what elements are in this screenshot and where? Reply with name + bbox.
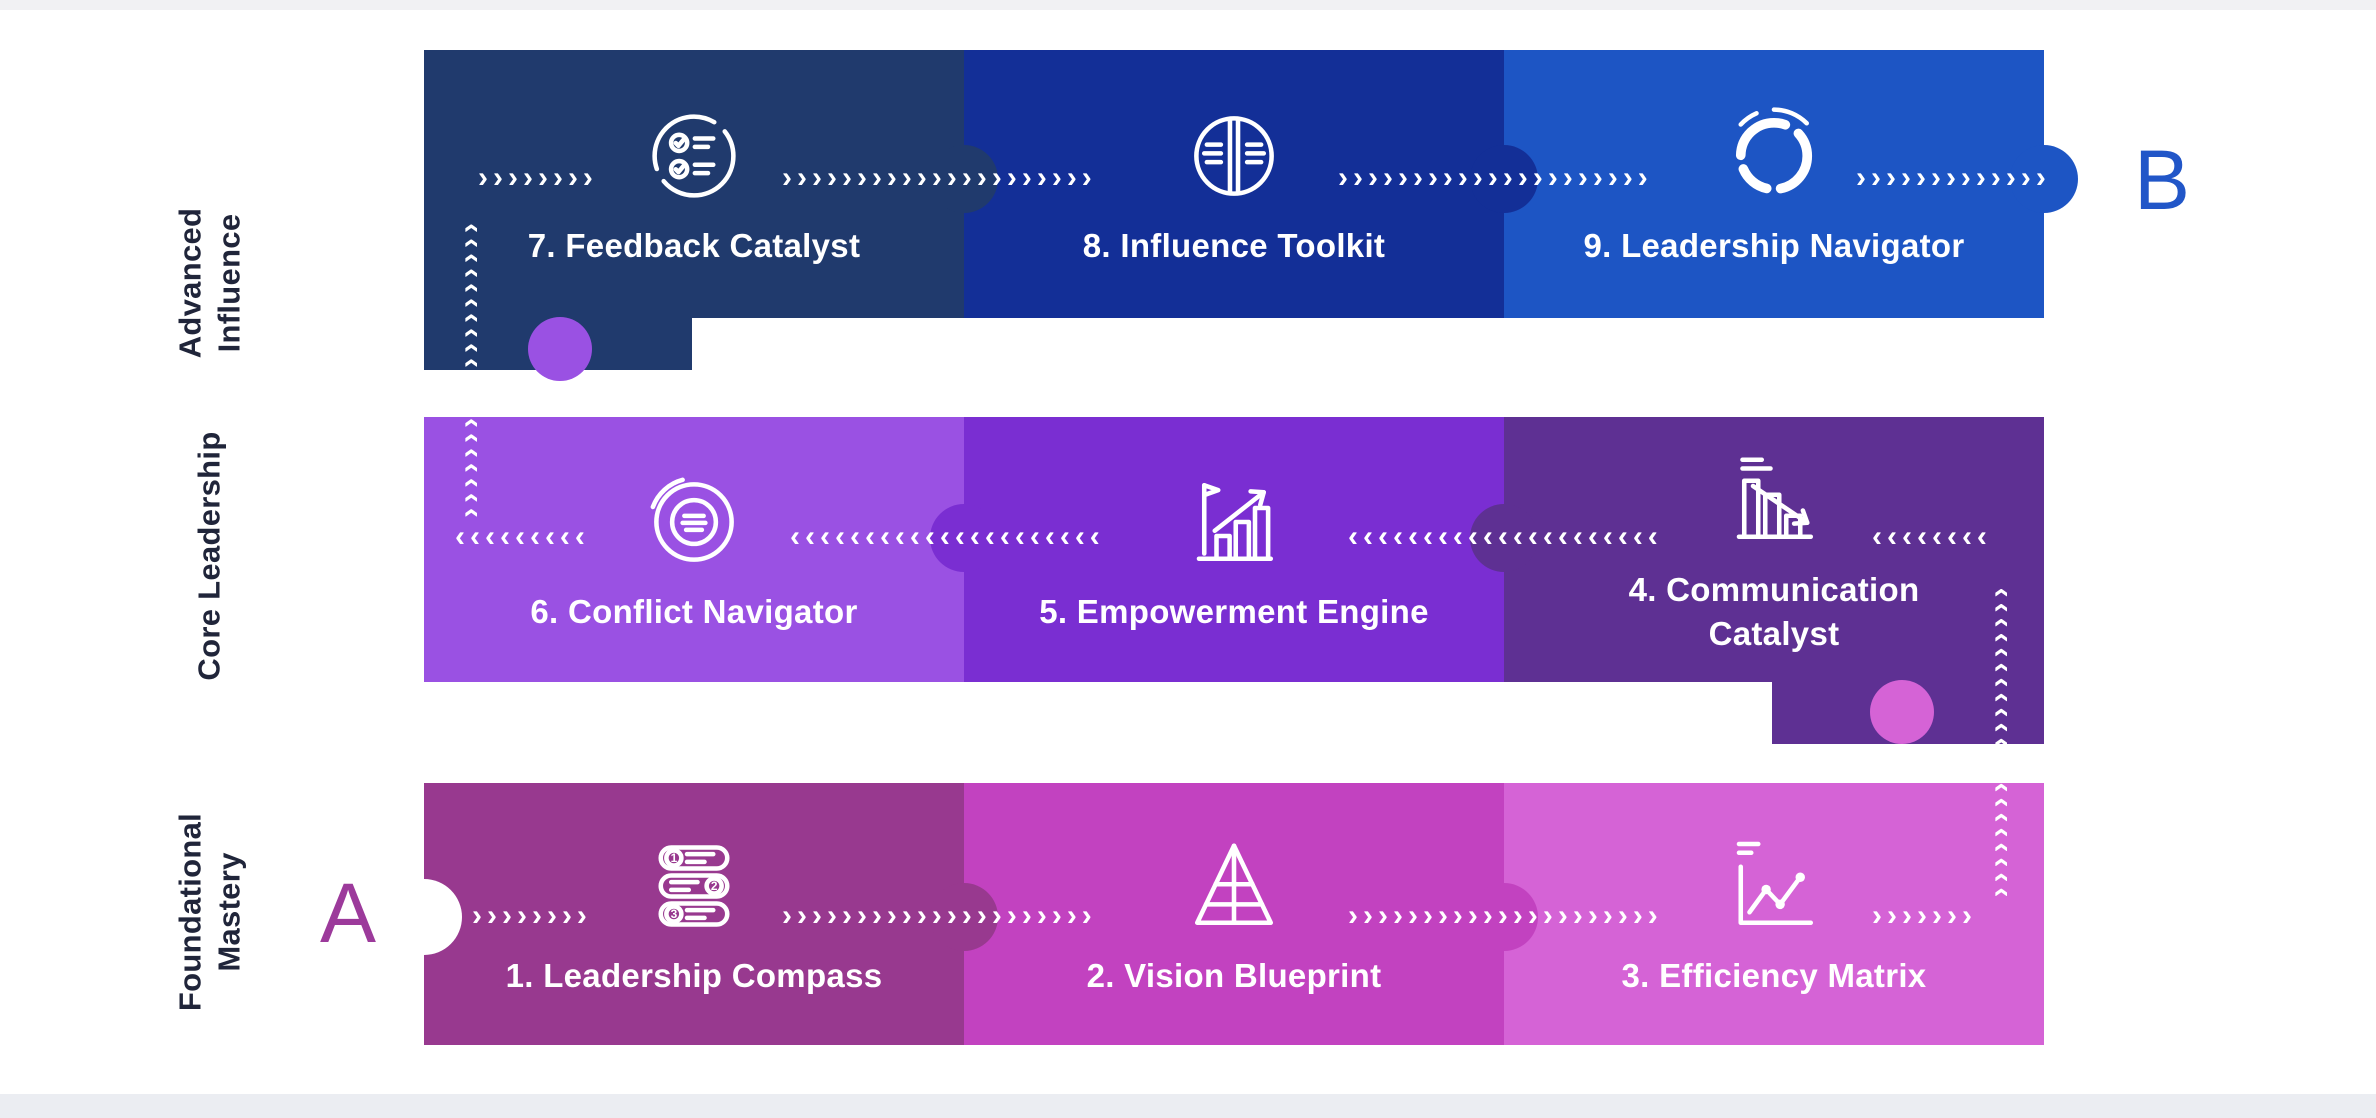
svg-text:3: 3 bbox=[671, 907, 678, 921]
block-influence-toolkit: 8. Influence Toolkit bbox=[964, 50, 1504, 318]
block-feedback-catalyst: 7. Feedback Catalyst bbox=[424, 50, 964, 318]
communication-catalyst-icon bbox=[1718, 444, 1830, 556]
block-title: 7. Feedback Catalyst bbox=[527, 227, 861, 265]
block-title: 2. Vision Blueprint bbox=[1086, 957, 1382, 995]
block-communication-catalyst: 4. Communication Catalyst bbox=[1504, 417, 2044, 682]
bottom-strip bbox=[0, 1094, 2376, 1118]
chevron-path-bottom-3: ››››››››››››››››››››› bbox=[1348, 899, 1663, 932]
end-letter: B bbox=[2133, 133, 2191, 227]
row-label-core-leadership: Core Leadership bbox=[191, 431, 227, 681]
svg-text:1: 1 bbox=[671, 851, 678, 865]
puzzle-tab-2-3 bbox=[1470, 883, 1538, 951]
chevron-path-top-1: ›››››››› bbox=[478, 161, 598, 194]
start-letter: A bbox=[319, 866, 377, 960]
chevron-path-bottom-exit: ››››››› bbox=[1872, 899, 1977, 932]
block-empowerment-engine: 5. Empowerment Engine bbox=[964, 417, 1504, 682]
block-title: 8. Influence Toolkit bbox=[1082, 227, 1386, 265]
puzzle-tab-3-4 bbox=[1870, 680, 1934, 744]
chevron-path-middle-2: ‹‹‹‹‹‹‹‹‹‹‹‹‹‹‹‹‹‹‹‹‹ bbox=[1348, 520, 1663, 553]
chevron-path-bottom-2: ››››››››››››››››››››› bbox=[782, 899, 1097, 932]
puzzle-tab-5-6 bbox=[930, 504, 998, 572]
chevron-path-middle-1: ‹‹‹‹‹‹‹‹ bbox=[1872, 520, 1992, 553]
chevron-path-bottom-1: ›››››››› bbox=[472, 899, 592, 932]
leadership-compass-icon: 1 2 3 bbox=[638, 830, 750, 942]
chevron-path-up-right: ››››››››››››››››››››› bbox=[1983, 582, 2016, 898]
leadership-navigator-icon bbox=[1718, 100, 1830, 212]
svg-text:2: 2 bbox=[711, 879, 718, 893]
conflict-navigator-icon bbox=[638, 466, 750, 578]
chevron-path-middle-exit: ‹‹‹‹‹‹‹‹‹ bbox=[455, 520, 590, 553]
block-leadership-navigator: 9. Leadership Navigator bbox=[1504, 50, 2044, 318]
influence-toolkit-icon bbox=[1178, 100, 1290, 212]
block-title: 5. Empowerment Engine bbox=[1039, 592, 1429, 630]
block-title: 6. Conflict Navigator bbox=[530, 592, 858, 630]
puzzle-tab-4-5 bbox=[1470, 504, 1538, 572]
empowerment-engine-icon bbox=[1178, 466, 1290, 578]
chevron-path-middle-3: ‹‹‹‹‹‹‹‹‹‹‹‹‹‹‹‹‹‹‹‹‹ bbox=[790, 520, 1105, 553]
block-leadership-compass: 1 2 3 1. Leadership Compass bbox=[424, 783, 964, 1045]
block-title: 3. Efficiency Matrix bbox=[1621, 957, 1927, 995]
block-title: 9. Leadership Navigator bbox=[1583, 227, 1965, 265]
block-efficiency-matrix: 3. Efficiency Matrix bbox=[1504, 783, 2044, 1045]
start-notch bbox=[386, 879, 462, 955]
block-title: 4. Communication Catalyst bbox=[1628, 570, 1920, 652]
feedback-catalyst-icon bbox=[638, 100, 750, 212]
puzzle-tab-9-end bbox=[2010, 145, 2078, 213]
block-conflict-navigator: 6. Conflict Navigator bbox=[424, 417, 964, 682]
row-label-foundational-mastery: Foundational Mastery bbox=[172, 812, 246, 1012]
block-vision-blueprint: 2. Vision Blueprint bbox=[964, 783, 1504, 1045]
block-title: 1. Leadership Compass bbox=[505, 957, 883, 995]
chevron-path-up-left: ›››››››››››››››››››› bbox=[453, 218, 486, 518]
vision-blueprint-icon bbox=[1178, 830, 1290, 942]
row-label-advanced-influence: Advanced Influence bbox=[172, 207, 246, 359]
puzzle-tab-8-9 bbox=[1470, 145, 1538, 213]
efficiency-matrix-icon bbox=[1718, 830, 1830, 942]
puzzle-tab-1-2 bbox=[930, 883, 998, 951]
chevron-path-top-2: ››››››››››››››››››››› bbox=[782, 161, 1097, 194]
chevron-path-top-to-b: ››››››››››››› bbox=[1856, 161, 2051, 194]
chevron-path-top-3: ››››››››››››››››››››› bbox=[1338, 161, 1653, 194]
top-strip bbox=[0, 0, 2376, 10]
puzzle-tab-6-7 bbox=[528, 317, 592, 381]
puzzle-tab-7-8 bbox=[930, 145, 998, 213]
